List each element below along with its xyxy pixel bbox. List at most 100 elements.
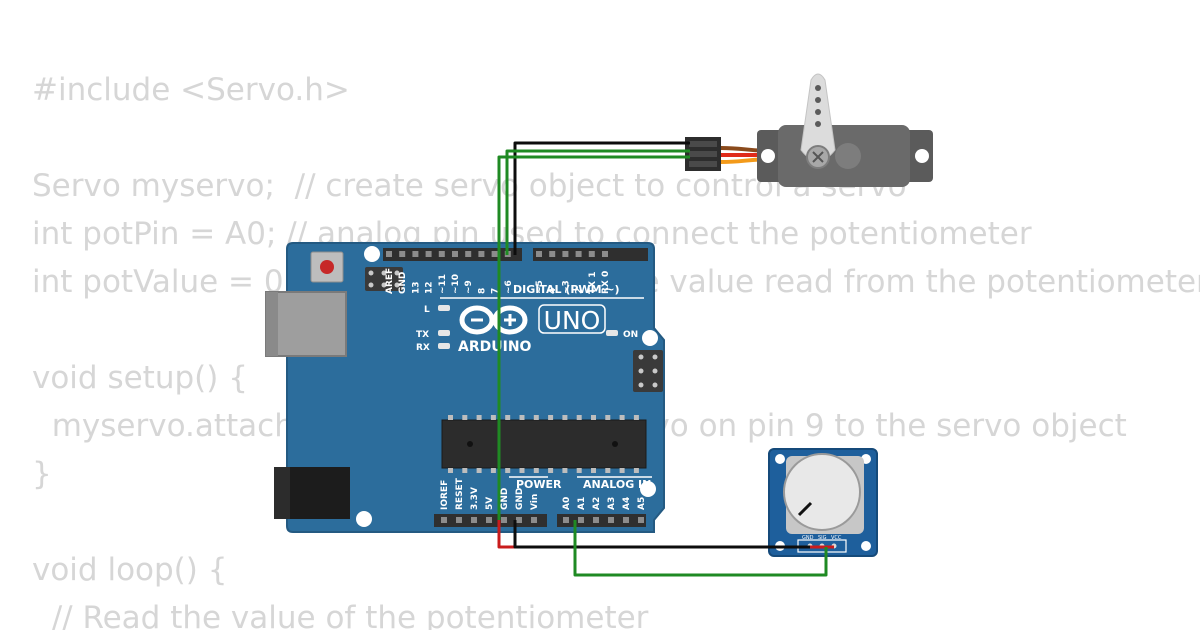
analog-pin-hole[interactable]: [608, 517, 614, 523]
led-rx-label: RX: [416, 343, 430, 353]
chip-pin: [448, 415, 453, 420]
chip-pin: [633, 468, 639, 473]
chip-pin: [576, 415, 582, 420]
digital-pin-hole[interactable]: [412, 251, 419, 257]
code-line: #include <Servo.h>: [32, 72, 350, 108]
chip-pin: [548, 468, 554, 473]
pot-knob[interactable]: [783, 453, 861, 531]
power-pin-hole[interactable]: [441, 517, 447, 523]
wire-servo-vcc[interactable]: [497, 155, 690, 520]
power-pin-label: IOREF: [440, 480, 450, 510]
digital-pin-label: AREF: [385, 268, 395, 294]
analog-pin-hole[interactable]: [563, 517, 569, 523]
digital-pin-hole[interactable]: [549, 251, 556, 257]
chip-pin: [533, 415, 539, 420]
digital-pin-label: 7: [491, 288, 501, 294]
chip-pin: [505, 468, 511, 473]
digital-pin-hole[interactable]: [425, 251, 432, 257]
pot-pin-gnd-label: GND: [802, 535, 814, 541]
digital-pin-hole[interactable]: [478, 251, 485, 257]
power-pin-label: GND: [500, 488, 510, 510]
wire-pot-gnd[interactable]: [513, 520, 810, 549]
digital-pin-label: GND: [398, 272, 408, 294]
digital-pin-label: ~6: [504, 280, 514, 294]
power-pin-hole[interactable]: [516, 517, 522, 523]
digital-pin-hole[interactable]: [602, 251, 608, 257]
analog-pin-label: A0: [562, 497, 572, 510]
digital-pin-label: 13: [411, 281, 421, 294]
mounting-hole: [640, 481, 656, 497]
chip-pin: [462, 468, 468, 473]
digital-label: DIGITAL (PWM ~): [513, 283, 620, 296]
power-pin-hole[interactable]: [456, 517, 462, 523]
analog-pin-hole[interactable]: [593, 517, 599, 523]
chip-pin: [519, 415, 525, 420]
digital-pin-hole[interactable]: [575, 251, 582, 257]
code-line: // Read the value of the potentiometer: [32, 600, 649, 630]
analog-pin-label: A5: [637, 497, 647, 510]
chip-pin: [619, 415, 625, 420]
code-line: void setup() {: [32, 360, 248, 396]
analog-pin-hole[interactable]: [623, 517, 629, 523]
digital-pin-hole[interactable]: [452, 251, 458, 257]
chip-pin: [548, 415, 554, 420]
analog-pin-label: A3: [607, 497, 617, 510]
led-on: [606, 330, 618, 336]
chip-pin: [490, 468, 496, 473]
analog-pin-label: A2: [592, 497, 602, 510]
led-rx: [438, 343, 450, 349]
power-pin-label: 3.3V: [470, 487, 480, 510]
digital-pin-hole[interactable]: [491, 251, 498, 257]
wire-servo-signal[interactable]: [505, 149, 690, 255]
reset-button-cap[interactable]: [320, 260, 334, 274]
digital-pin-hole[interactable]: [562, 251, 569, 257]
power-pin-hole[interactable]: [531, 517, 537, 523]
digital-pin-hole[interactable]: [438, 251, 445, 257]
digital-pin-hole[interactable]: [588, 251, 595, 257]
potentiometer-module[interactable]: GND SIG VCC: [768, 448, 878, 557]
power-pin-label: RESET: [455, 477, 465, 510]
chip-pin: [462, 415, 468, 420]
wire-pot-signal[interactable]: [573, 520, 828, 577]
analog-pin-hole[interactable]: [638, 517, 644, 523]
digital-pin-label: 12: [425, 281, 435, 294]
digital-pin-label: RX 0: [601, 271, 611, 294]
mounting-hole: [364, 246, 380, 262]
power-pin-hole[interactable]: [471, 517, 477, 523]
power-pin-hole[interactable]: [486, 517, 492, 523]
led-tx-label: TX: [416, 330, 429, 340]
led-tx: [438, 330, 450, 336]
digital-pin-label: ~11: [438, 274, 448, 294]
wire-servo-gnd[interactable]: [513, 141, 690, 255]
brand-label: ARDUINO: [458, 339, 532, 355]
analog-pin-hole[interactable]: [578, 517, 584, 523]
digital-pin-label: 2: [575, 288, 585, 294]
digital-pin-hole[interactable]: [536, 251, 542, 257]
usb-port: [265, 291, 347, 357]
chip-pin: [633, 415, 639, 420]
digital-pin-label: 8: [477, 288, 487, 294]
analog-pin-label: A1: [577, 497, 587, 510]
model-label: UNO: [544, 306, 601, 335]
chip-pin: [591, 415, 596, 420]
chip-pin: [619, 468, 625, 473]
uno-badge: [538, 304, 606, 334]
digital-pin-hole[interactable]: [386, 251, 392, 257]
pot-indicator: [797, 501, 813, 517]
chip-pin: [519, 468, 525, 473]
digital-pin-label: ~10: [451, 274, 461, 294]
servo-motor[interactable]: [685, 73, 933, 187]
power-pin-hole[interactable]: [501, 517, 507, 523]
digital-pin-hole[interactable]: [399, 251, 406, 257]
chip-pin: [576, 468, 582, 473]
wires: [497, 141, 834, 577]
chip-pin: [591, 468, 596, 473]
led-l: [438, 305, 450, 311]
digital-pin-hole[interactable]: [465, 251, 472, 257]
digital-pin-label: ~5: [535, 280, 545, 294]
power-pin-label: Vin: [530, 494, 540, 510]
led-l-label: L: [424, 305, 430, 315]
